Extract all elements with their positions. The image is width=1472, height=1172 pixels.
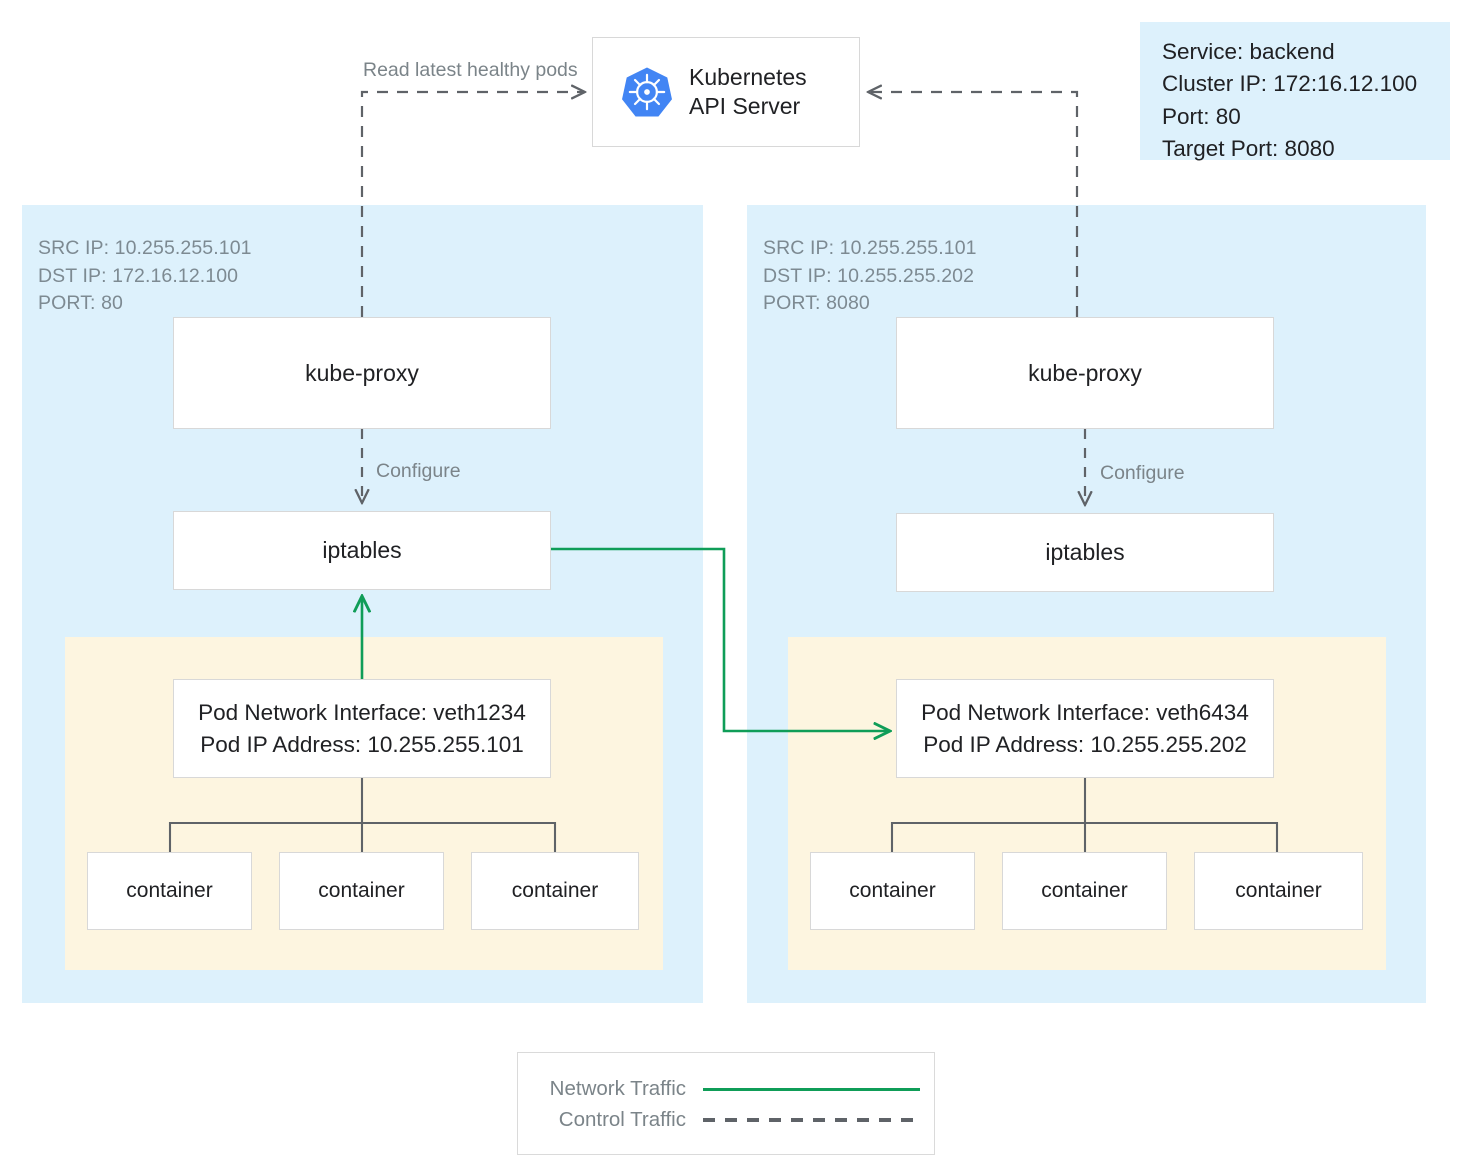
legend-box: Network Traffic Control Traffic bbox=[517, 1052, 935, 1155]
container-label-left-2: container bbox=[318, 879, 405, 902]
legend-label-control-traffic: Control Traffic bbox=[558, 1108, 686, 1131]
iptables-label-right: iptables bbox=[1045, 539, 1125, 566]
container-label-left-3: container bbox=[511, 879, 599, 902]
legend-label-network-traffic: Network Traffic bbox=[549, 1077, 686, 1100]
container-box-left-1[interactable]: container bbox=[87, 852, 252, 930]
container-label-left-1: container bbox=[126, 879, 213, 902]
service-info-text: Service: backend Cluster IP: 172:16.12.1… bbox=[1162, 39, 1418, 162]
node-left-traffic-meta: SRC IP: 10.255.255.101 DST IP: 172.16.12… bbox=[38, 237, 252, 315]
legend-row-network-traffic: Network Traffic bbox=[518, 1074, 936, 1104]
kube-proxy-label-left: kube-proxy bbox=[305, 359, 419, 386]
iptables-box-left[interactable]: iptables bbox=[173, 511, 551, 590]
container-box-left-3[interactable]: container bbox=[471, 852, 639, 930]
pod-network-interface-box-right[interactable]: Pod Network Interface: veth6434 Pod IP A… bbox=[896, 679, 1274, 778]
legend-row-control-traffic: Control Traffic bbox=[518, 1105, 936, 1135]
pod-network-interface-text-right: Pod Network Interface: veth6434 Pod IP A… bbox=[921, 699, 1249, 757]
iptables-box-right[interactable]: iptables bbox=[896, 513, 1274, 592]
api-server-label: Kubernetes API Server bbox=[689, 64, 807, 119]
pod-network-interface-box-left[interactable]: Pod Network Interface: veth1234 Pod IP A… bbox=[173, 679, 551, 778]
service-info-box: Service: backend Cluster IP: 172:16.12.1… bbox=[1140, 22, 1450, 161]
configure-label-right: Configure bbox=[1100, 462, 1185, 484]
pod-network-interface-text-left: Pod Network Interface: veth1234 Pod IP A… bbox=[198, 699, 526, 757]
kube-proxy-box-left[interactable]: kube-proxy bbox=[173, 317, 551, 429]
legend-swatch-control-traffic bbox=[703, 1118, 920, 1122]
legend-swatch-network-traffic bbox=[703, 1087, 920, 1091]
container-box-right-1[interactable]: container bbox=[810, 852, 975, 930]
container-label-right-1: container bbox=[849, 879, 936, 902]
node-right-traffic-meta: SRC IP: 10.255.255.101 DST IP: 10.255.25… bbox=[763, 237, 977, 315]
container-box-right-3[interactable]: container bbox=[1194, 852, 1363, 930]
container-box-left-2[interactable]: container bbox=[279, 852, 444, 930]
container-box-right-2[interactable]: container bbox=[1002, 852, 1167, 930]
container-label-right-2: container bbox=[1041, 879, 1128, 902]
iptables-label-left: iptables bbox=[322, 537, 402, 564]
kube-proxy-box-right[interactable]: kube-proxy bbox=[896, 317, 1274, 429]
configure-label-left: Configure bbox=[376, 460, 461, 482]
kubernetes-api-server-box[interactable]: Kubernetes API Server bbox=[592, 37, 860, 147]
kubernetes-helm-icon bbox=[621, 66, 673, 118]
container-label-right-3: container bbox=[1235, 879, 1322, 902]
kube-proxy-label-right: kube-proxy bbox=[1028, 359, 1142, 386]
read-latest-healthy-pods-label: Read latest healthy pods bbox=[363, 59, 578, 81]
